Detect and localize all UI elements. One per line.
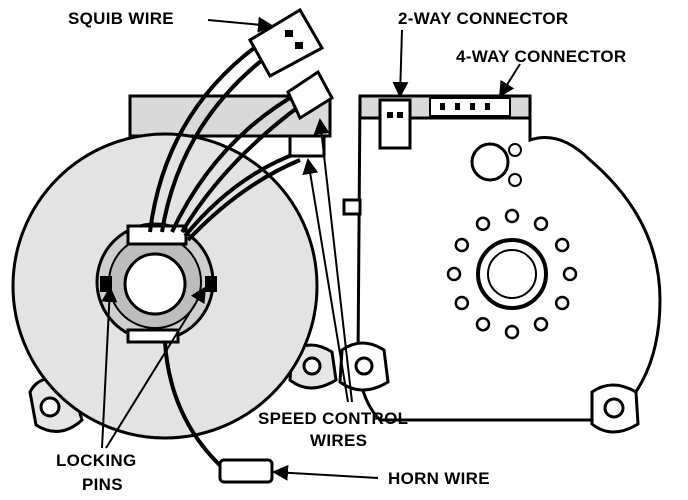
right-side-tab	[342, 198, 362, 216]
two-way-connector-leader	[392, 29, 409, 98]
hub-hole	[533, 316, 549, 332]
speed-control-connector-upper	[286, 69, 334, 121]
speed-control-leader-a	[302, 158, 349, 403]
hub-hole	[446, 266, 462, 282]
squib-connector	[247, 7, 325, 79]
hub-hole	[475, 216, 491, 232]
horn-wire-connector	[218, 458, 274, 484]
squib-wire-label: SQUIB WIRE	[68, 9, 174, 28]
speed-control-leader-b	[313, 118, 353, 403]
hub-hole	[533, 216, 549, 232]
two-way-connector-label: 2-WAY CONNECTOR	[398, 9, 568, 28]
right-mounting-ear-right	[590, 383, 640, 434]
locking-pin-leader-b	[105, 286, 207, 449]
hub-bottom-slot	[126, 328, 180, 344]
locking-pins-label-line2: PINS	[82, 475, 123, 494]
two-way-connector-body	[378, 98, 412, 150]
speed-control-label-line2: WIRES	[310, 431, 367, 450]
hub-connector-block	[126, 224, 188, 246]
four-way-connector-leader	[498, 63, 521, 98]
hub-hole	[454, 237, 470, 253]
locking-pin-right	[205, 276, 217, 292]
left-clockspring-assembly	[11, 94, 338, 440]
hub-hole	[504, 324, 520, 340]
four-way-connector-label: 4-WAY CONNECTOR	[456, 47, 626, 66]
speed-control-label-line1: SPEED CONTROL	[258, 409, 408, 428]
hub-hole	[554, 237, 570, 253]
leader-lines	[101, 16, 521, 481]
upper-hole	[470, 142, 510, 182]
horn-wire-label: HORN WIRE	[388, 469, 490, 488]
hub-hole	[454, 295, 470, 311]
hub-hole	[504, 208, 520, 224]
hub-hole-ring	[446, 208, 578, 340]
right-clockspring-assembly	[338, 94, 662, 434]
hub-hole	[554, 295, 570, 311]
squib-wire-leader	[207, 16, 274, 33]
locking-pins-label-line1: LOCKING	[56, 451, 136, 470]
hub-hole	[562, 266, 578, 282]
wire-bundle	[148, 38, 307, 472]
horn-wire-leader	[272, 464, 379, 481]
hub-center-bore	[123, 252, 187, 316]
locking-pin-leader-a	[101, 286, 118, 449]
hub-hole	[475, 316, 491, 332]
speed-control-connector-lower	[288, 134, 326, 158]
